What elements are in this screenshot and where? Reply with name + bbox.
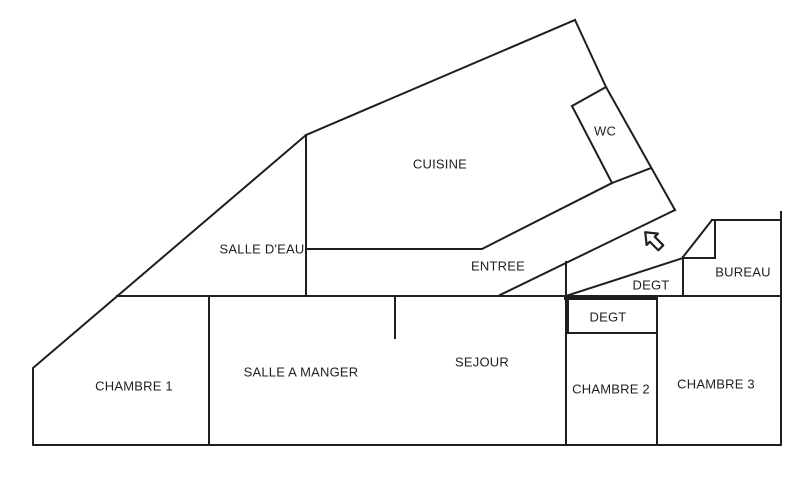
wall-cuisine-bottom bbox=[305, 181, 614, 250]
room-label-sejour: SEJOUR bbox=[455, 355, 509, 370]
wall-wc-bottom bbox=[610, 166, 653, 185]
room-label-salle-deau: SALLE D'EAU bbox=[220, 242, 305, 257]
wall-outer-top-left-edge bbox=[304, 18, 577, 137]
room-label-wc: WC bbox=[594, 124, 616, 139]
interior-walls bbox=[116, 85, 782, 446]
wall-entrance-outer-edge bbox=[498, 208, 677, 297]
wall-outer-left-bottom-right bbox=[32, 133, 782, 446]
room-labels: CUISINE WC SALLE D'EAU ENTREE DEGT BUREA… bbox=[95, 124, 770, 397]
bureau-door-leaf bbox=[681, 218, 714, 259]
room-label-cuisine: CUISINE bbox=[413, 157, 467, 172]
wall-wc-top bbox=[570, 85, 608, 108]
room-label-degt-upper: DEGT bbox=[633, 278, 670, 293]
room-label-chambre-3: CHAMBRE 3 bbox=[677, 377, 755, 392]
room-label-salle-a-manger: SALLE A MANGER bbox=[244, 365, 359, 380]
wall-outer-top-right-edge bbox=[573, 18, 677, 212]
room-label-degt-lower: DEGT bbox=[590, 310, 627, 325]
room-label-chambre-1: CHAMBRE 1 bbox=[95, 379, 173, 394]
entrance-arrow-icon bbox=[644, 231, 665, 252]
room-label-entree: ENTREE bbox=[471, 259, 525, 274]
room-label-chambre-2: CHAMBRE 2 bbox=[572, 382, 650, 397]
wall-degt-upper-bottom bbox=[564, 256, 685, 298]
room-label-bureau: BUREAU bbox=[715, 265, 770, 280]
wall-wc-left bbox=[570, 104, 614, 185]
exterior-walls bbox=[32, 18, 782, 446]
